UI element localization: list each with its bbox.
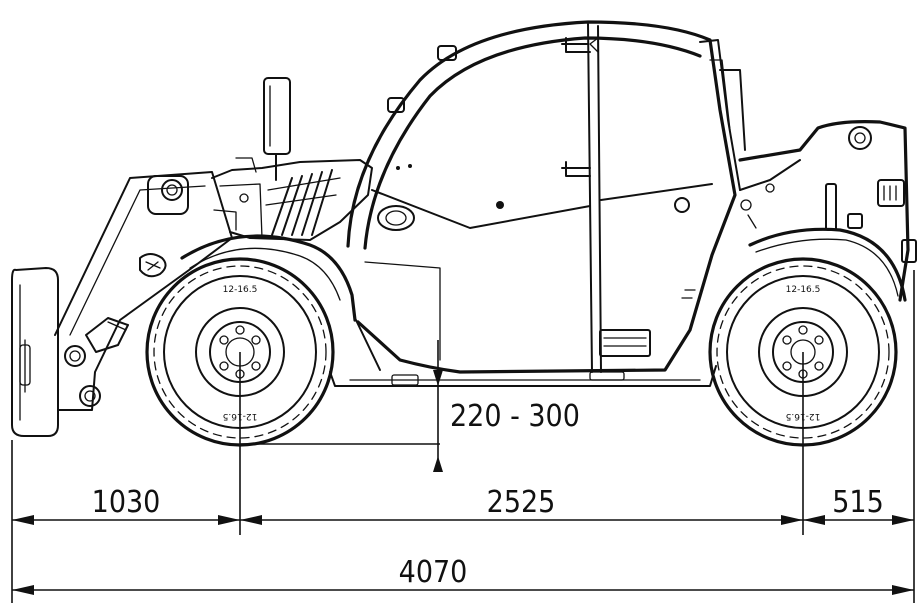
front-tire-marking-top: 12-16.5 [223, 285, 258, 295]
overall-length-dimension: 4070 [12, 555, 914, 595]
boom [54, 171, 233, 411]
rear-wheel-arch [748, 227, 907, 302]
front-overhang-label: 1030 [92, 485, 161, 520]
telehandler-drawing: 12-16.5 12-16.5 12-16.5 12-16.5 [11, 20, 917, 447]
ground-clearance-dimension: 220 - 300 [240, 340, 580, 472]
front-wheel-arch [180, 234, 357, 322]
rear-overhang-label: 515 [832, 485, 884, 520]
cab [346, 20, 746, 374]
dimension-annotations: 220 - 300 1030 2525 515 4070 [11, 270, 915, 603]
rear-tire-marking-top: 12-16.5 [786, 285, 821, 295]
ground-clearance-label: 220 - 300 [450, 399, 580, 434]
front-attachment [11, 267, 59, 437]
side-mirror [263, 77, 291, 181]
engine-block [211, 157, 373, 241]
chassis [329, 319, 717, 387]
wheelbase-label: 2525 [487, 485, 556, 520]
rear-counterweight [738, 120, 917, 302]
overall-length-label: 4070 [399, 555, 468, 590]
segment-dimensions: 1030 2525 515 [12, 485, 914, 525]
